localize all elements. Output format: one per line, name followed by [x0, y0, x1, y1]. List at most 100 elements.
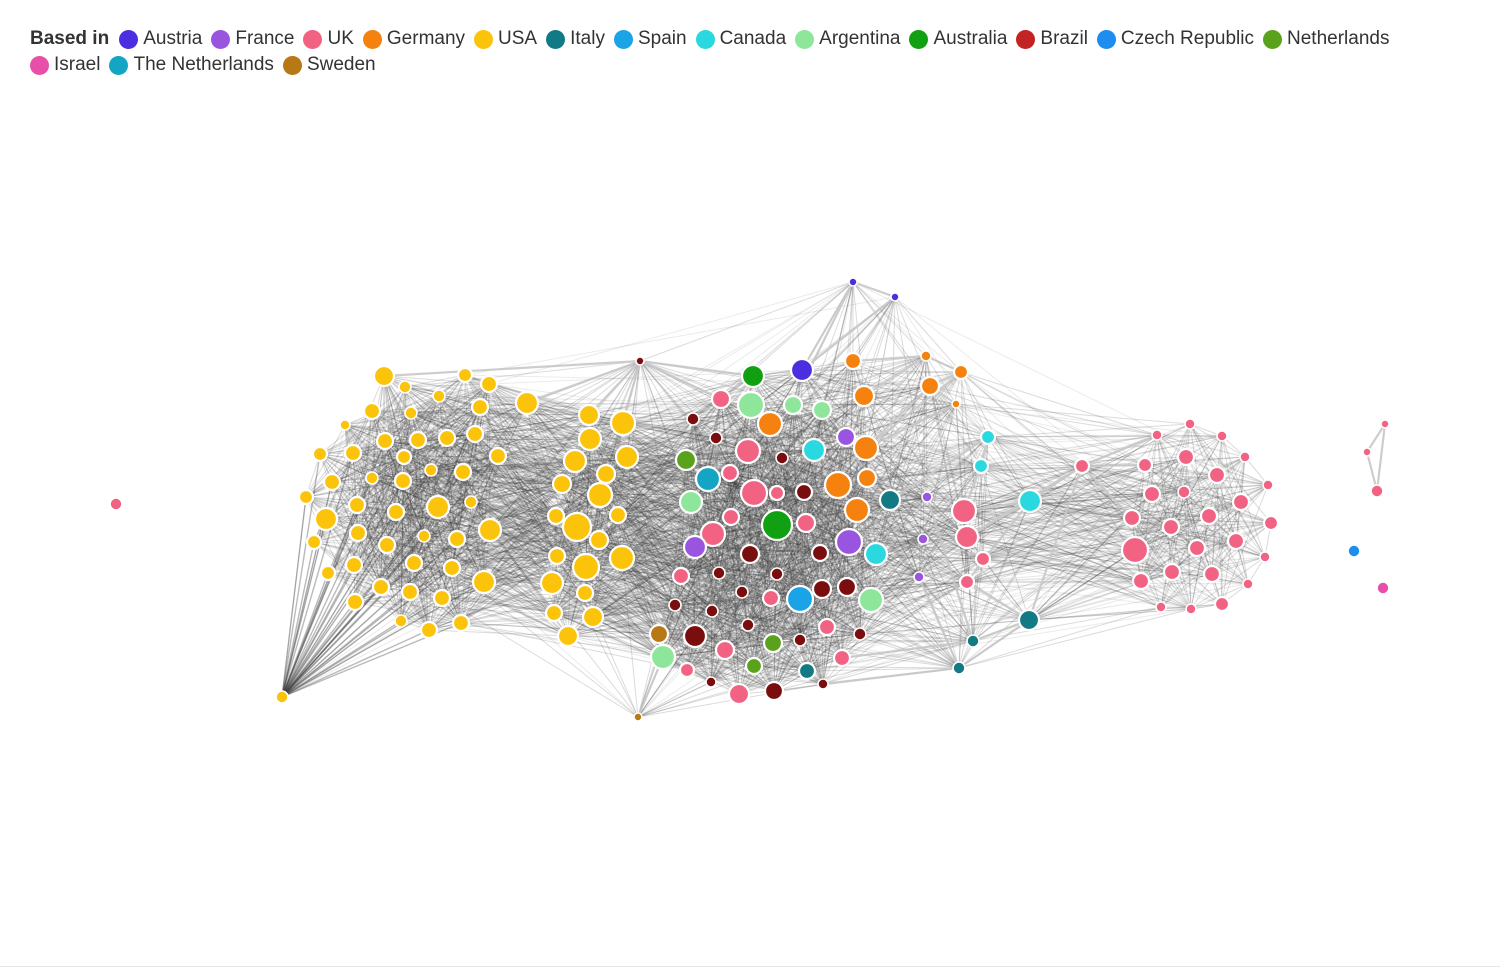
network-node[interactable] — [432, 389, 446, 403]
network-node[interactable] — [958, 573, 976, 591]
network-node[interactable] — [710, 388, 732, 410]
network-node[interactable] — [714, 639, 736, 661]
network-node[interactable] — [760, 508, 794, 542]
network-node[interactable] — [1176, 447, 1196, 467]
network-node[interactable] — [795, 512, 817, 534]
network-node[interactable] — [400, 582, 420, 602]
network-node[interactable] — [343, 443, 363, 463]
network-node[interactable] — [761, 588, 781, 608]
network-node[interactable] — [1142, 484, 1162, 504]
network-node[interactable] — [1161, 517, 1181, 537]
network-node[interactable] — [561, 511, 593, 543]
network-node[interactable] — [682, 534, 708, 560]
network-node[interactable] — [921, 491, 933, 503]
network-node[interactable] — [305, 533, 323, 551]
network-node[interactable] — [1380, 419, 1390, 429]
network-node[interactable] — [425, 494, 451, 520]
legend-item-australia[interactable]: Australia — [909, 28, 1007, 50]
network-node[interactable] — [608, 544, 636, 572]
network-node[interactable] — [739, 478, 769, 508]
network-node[interactable] — [547, 546, 567, 566]
network-node[interactable] — [471, 569, 497, 595]
network-node[interactable] — [920, 350, 932, 362]
network-node[interactable] — [1185, 603, 1197, 615]
network-node[interactable] — [648, 623, 670, 645]
network-node[interactable] — [857, 586, 885, 614]
network-node[interactable] — [453, 462, 473, 482]
network-node[interactable] — [546, 506, 566, 526]
network-node[interactable] — [1242, 578, 1254, 590]
network-node[interactable] — [954, 524, 980, 550]
network-node[interactable] — [614, 444, 640, 470]
network-node[interactable] — [344, 555, 364, 575]
network-node[interactable] — [551, 473, 573, 495]
network-node[interactable] — [856, 467, 878, 489]
network-node[interactable] — [275, 690, 289, 704]
legend-item-czech-republic[interactable]: Czech Republic — [1096, 28, 1254, 50]
network-node[interactable] — [479, 374, 499, 394]
network-node[interactable] — [744, 656, 764, 676]
network-node[interactable] — [917, 533, 929, 545]
network-node[interactable] — [797, 661, 817, 681]
network-node[interactable] — [801, 437, 827, 463]
network-node[interactable] — [581, 605, 605, 629]
network-node[interactable] — [1151, 429, 1163, 441]
legend-item-usa[interactable]: USA — [474, 28, 537, 50]
network-node[interactable] — [853, 627, 867, 641]
network-node[interactable] — [668, 598, 682, 612]
network-node[interactable] — [721, 507, 741, 527]
network-node[interactable] — [735, 585, 749, 599]
legend-item-austria[interactable]: Austria — [119, 28, 202, 50]
network-node[interactable] — [1162, 562, 1182, 582]
network-node[interactable] — [979, 428, 997, 446]
network-node[interactable] — [319, 564, 337, 582]
network-node[interactable] — [1131, 571, 1151, 591]
network-node[interactable] — [810, 543, 830, 563]
network-node[interactable] — [393, 471, 413, 491]
network-node[interactable] — [417, 529, 431, 543]
network-node[interactable] — [1226, 531, 1246, 551]
network-node[interactable] — [362, 401, 382, 421]
legend-item-uk[interactable]: UK — [303, 28, 354, 50]
network-node[interactable] — [424, 463, 438, 477]
network-node[interactable] — [372, 364, 396, 388]
legend-item-spain[interactable]: Spain — [613, 28, 687, 50]
network-node[interactable] — [686, 412, 700, 426]
network-node[interactable] — [1202, 564, 1222, 584]
network-node[interactable] — [575, 583, 595, 603]
legend-item-germany[interactable]: Germany — [362, 28, 465, 50]
network-node[interactable] — [762, 632, 784, 654]
network-node[interactable] — [1199, 506, 1219, 526]
network-node[interactable] — [709, 431, 723, 445]
network-node[interactable] — [789, 357, 815, 383]
legend-item-netherlands[interactable]: Netherlands — [1263, 28, 1389, 50]
network-node[interactable] — [447, 529, 467, 549]
network-node[interactable] — [1262, 514, 1280, 532]
network-node[interactable] — [577, 426, 603, 452]
network-node[interactable] — [588, 529, 610, 551]
legend-item-israel[interactable]: Israel — [30, 54, 100, 76]
network-node[interactable] — [817, 617, 837, 637]
network-node[interactable] — [770, 567, 784, 581]
network-node[interactable] — [404, 406, 418, 420]
network-node[interactable] — [437, 428, 457, 448]
network-node[interactable] — [1207, 465, 1227, 485]
network-node[interactable] — [1120, 535, 1150, 565]
network-node[interactable] — [756, 410, 784, 438]
network-node[interactable] — [1376, 581, 1390, 595]
network-node[interactable] — [972, 457, 990, 475]
network-node[interactable] — [848, 277, 858, 287]
network-node[interactable] — [913, 571, 925, 583]
network-node[interactable] — [1136, 456, 1154, 474]
network-node[interactable] — [488, 446, 508, 466]
network-node[interactable] — [890, 292, 900, 302]
network-node[interactable] — [1187, 538, 1207, 558]
network-node[interactable] — [477, 517, 503, 543]
network-node[interactable] — [456, 366, 474, 384]
network-node[interactable] — [852, 384, 876, 408]
network-node[interactable] — [836, 576, 858, 598]
network-node[interactable] — [377, 535, 397, 555]
network-node[interactable] — [782, 394, 804, 416]
network-node[interactable] — [514, 390, 540, 416]
network-node[interactable] — [727, 682, 751, 706]
